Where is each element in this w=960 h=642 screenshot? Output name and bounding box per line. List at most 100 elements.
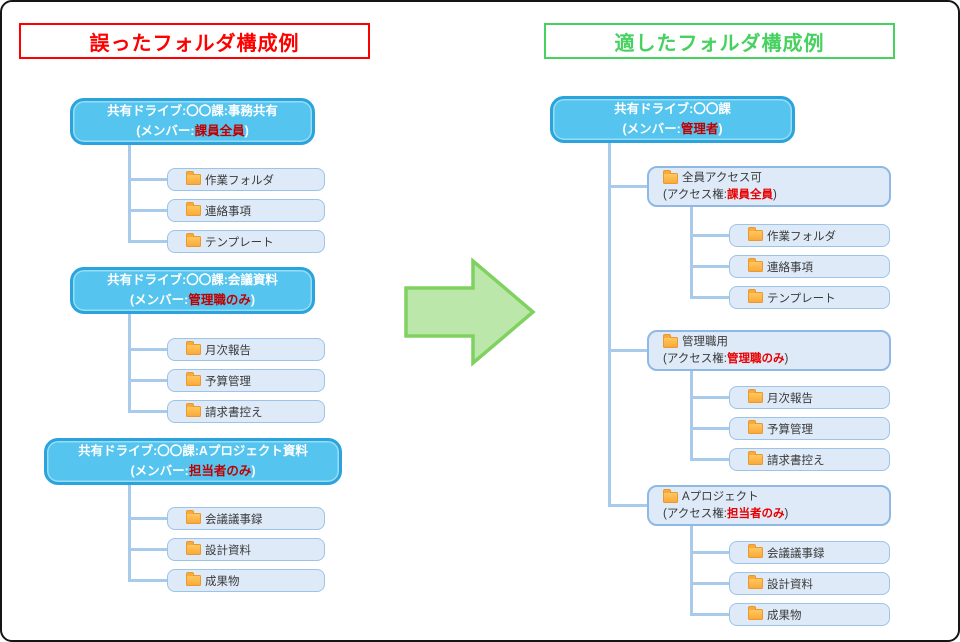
drive-member-line: (メンバー:担当者のみ) bbox=[130, 462, 255, 481]
folder-item: 予算管理 bbox=[729, 417, 890, 440]
folder-icon bbox=[748, 227, 763, 241]
access-group-box: 全員アクセス可 (アクセス権:課員全員) bbox=[647, 166, 891, 207]
folder-icon bbox=[663, 169, 678, 184]
folder-item: 設計資料 bbox=[167, 538, 325, 561]
tree-connector bbox=[608, 349, 647, 352]
transform-right-arrow-icon bbox=[404, 257, 536, 367]
folder-icon bbox=[748, 451, 763, 465]
folder-icon bbox=[748, 606, 763, 620]
folder-icon bbox=[186, 341, 201, 355]
folder-label: 連絡事項 bbox=[767, 261, 813, 274]
folder-label: 作業フォルダ bbox=[767, 230, 836, 243]
folder-label: 月次報告 bbox=[205, 344, 251, 357]
good-example-title: 適したフォルダ構成例 bbox=[544, 23, 895, 59]
group-name: 全員アクセス可 bbox=[682, 171, 762, 184]
tree-connector bbox=[690, 207, 693, 299]
member-prefix: (メンバー: bbox=[136, 123, 195, 138]
folder-label: 連絡事項 bbox=[205, 205, 251, 218]
member-value: 管理者 bbox=[680, 121, 719, 136]
access-suffix: ) bbox=[772, 188, 777, 201]
access-line: (アクセス権:課員全員) bbox=[663, 187, 889, 204]
folder-label: 予算管理 bbox=[767, 423, 813, 436]
folder-label: 設計資料 bbox=[767, 578, 813, 591]
access-suffix: ) bbox=[784, 352, 789, 365]
tree-connector bbox=[128, 145, 131, 243]
folder-label: 作業フォルダ bbox=[205, 174, 274, 187]
drive-name: 共有ドライブ:〇〇課 bbox=[614, 102, 731, 117]
tree-connector bbox=[690, 371, 693, 461]
tree-connector bbox=[690, 234, 729, 237]
access-line: (アクセス権:管理職のみ) bbox=[663, 351, 889, 368]
tree-connector bbox=[128, 517, 167, 520]
tree-connector bbox=[690, 296, 729, 299]
shared-drive-box: 共有ドライブ:〇〇課:会議資料 (メンバー:管理職のみ) bbox=[70, 267, 315, 314]
folder-icon bbox=[186, 202, 201, 216]
access-value: 管理職のみ bbox=[726, 352, 785, 365]
folder-item: 請求書控え bbox=[729, 448, 890, 471]
folder-label: 請求書控え bbox=[205, 406, 263, 419]
folder-label: 月次報告 bbox=[767, 392, 813, 405]
folder-icon bbox=[663, 488, 678, 503]
folder-item: 設計資料 bbox=[729, 572, 890, 595]
folder-label: テンプレート bbox=[767, 292, 836, 305]
access-value: 担当者のみ bbox=[726, 507, 785, 520]
tree-connector bbox=[690, 526, 693, 616]
folder-item: 会議議事録 bbox=[167, 507, 325, 530]
folder-label: テンプレート bbox=[205, 236, 274, 249]
member-value: 担当者のみ bbox=[188, 463, 252, 478]
drive-name: 共有ドライブ:〇〇課:Aプロジェクト資料 bbox=[78, 444, 308, 459]
folder-label: 設計資料 bbox=[205, 544, 251, 557]
tree-connector bbox=[128, 240, 167, 243]
folder-item: 月次報告 bbox=[729, 386, 890, 409]
member-suffix: ) bbox=[244, 123, 249, 138]
tree-connector bbox=[608, 504, 647, 507]
folder-item: 予算管理 bbox=[167, 369, 325, 392]
folder-item: 成果物 bbox=[167, 569, 325, 592]
drive-name: 共有ドライブ:〇〇課:事務共有 bbox=[107, 104, 278, 119]
drive-member-line: (メンバー:管理者) bbox=[622, 120, 722, 139]
folder-icon bbox=[186, 510, 201, 524]
folder-icon bbox=[186, 541, 201, 555]
folder-icon bbox=[748, 575, 763, 589]
tree-connector bbox=[128, 209, 167, 212]
folder-icon bbox=[186, 572, 201, 586]
access-prefix: (アクセス権: bbox=[663, 352, 727, 365]
member-value: 管理職のみ bbox=[188, 292, 251, 307]
folder-item: テンプレート bbox=[167, 230, 325, 253]
tree-connector bbox=[608, 185, 647, 188]
folder-label: 成果物 bbox=[767, 609, 802, 622]
access-prefix: (アクセス権: bbox=[663, 507, 727, 520]
tree-connector bbox=[690, 265, 729, 268]
folder-item: 請求書控え bbox=[167, 400, 325, 423]
tree-connector bbox=[128, 348, 167, 351]
folder-label: 会議議事録 bbox=[767, 547, 825, 560]
access-value: 課員全員 bbox=[726, 188, 773, 201]
folder-item: 作業フォルダ bbox=[167, 168, 325, 191]
access-suffix: ) bbox=[784, 507, 789, 520]
tree-connector bbox=[128, 379, 167, 382]
folder-icon bbox=[748, 258, 763, 272]
folder-icon bbox=[748, 289, 763, 303]
tree-connector bbox=[690, 582, 729, 585]
folder-label: 請求書控え bbox=[767, 454, 825, 467]
folder-item: 作業フォルダ bbox=[729, 224, 890, 247]
folder-icon bbox=[186, 372, 201, 386]
member-suffix: ) bbox=[250, 292, 255, 307]
tree-connector bbox=[128, 178, 167, 181]
tree-connector bbox=[690, 396, 729, 399]
tree-connector bbox=[128, 314, 131, 413]
tree-connector bbox=[690, 458, 729, 461]
folder-label: 会議議事録 bbox=[205, 513, 263, 526]
group-name: Aプロジェクト bbox=[682, 490, 759, 503]
tree-connector bbox=[128, 410, 167, 413]
folder-item: 月次報告 bbox=[167, 338, 325, 361]
folder-item: 成果物 bbox=[729, 603, 890, 626]
folder-label: 成果物 bbox=[205, 575, 240, 588]
folder-icon bbox=[186, 233, 201, 247]
drive-member-line: (メンバー:管理職のみ) bbox=[130, 291, 255, 310]
tree-connector bbox=[690, 551, 729, 554]
tree-connector bbox=[690, 613, 729, 616]
folder-item: 連絡事項 bbox=[729, 255, 890, 278]
tree-connector bbox=[128, 548, 167, 551]
